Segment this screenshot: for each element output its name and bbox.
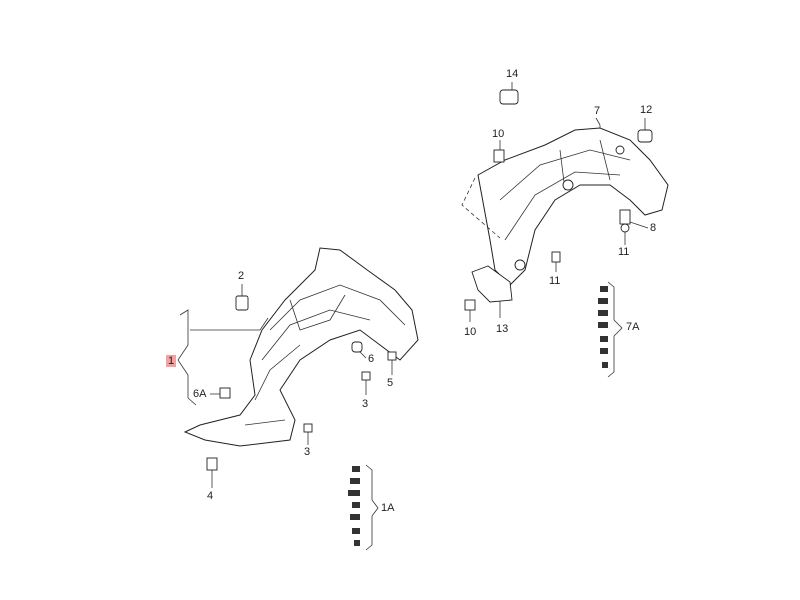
- right-wheel-liner: [461, 127, 669, 286]
- left-wheel-liner: [183, 247, 419, 447]
- callout-10: 10: [492, 128, 505, 140]
- callout-10: 10: [464, 326, 477, 338]
- fasteners: [206, 89, 653, 546]
- callout-12: 12: [640, 104, 653, 116]
- callout-6: 6: [368, 353, 375, 365]
- callout-11: 11: [618, 246, 630, 258]
- callout-14: 14: [506, 68, 519, 80]
- callout-13: 13: [496, 323, 509, 335]
- callout-1[interactable]: 1: [166, 355, 177, 367]
- callout-7A: 7A: [626, 321, 640, 333]
- callout-11: 11: [549, 275, 561, 287]
- callout-2: 2: [238, 270, 245, 282]
- callout-7: 7: [594, 105, 601, 117]
- callout-1A: 1A: [381, 502, 395, 514]
- callout-5: 5: [387, 377, 394, 389]
- callout-8: 8: [650, 222, 657, 234]
- callout-4: 4: [207, 490, 214, 502]
- callout-3: 3: [304, 446, 311, 458]
- callout-6A: 6A: [193, 388, 207, 400]
- callout-3: 3: [362, 398, 369, 410]
